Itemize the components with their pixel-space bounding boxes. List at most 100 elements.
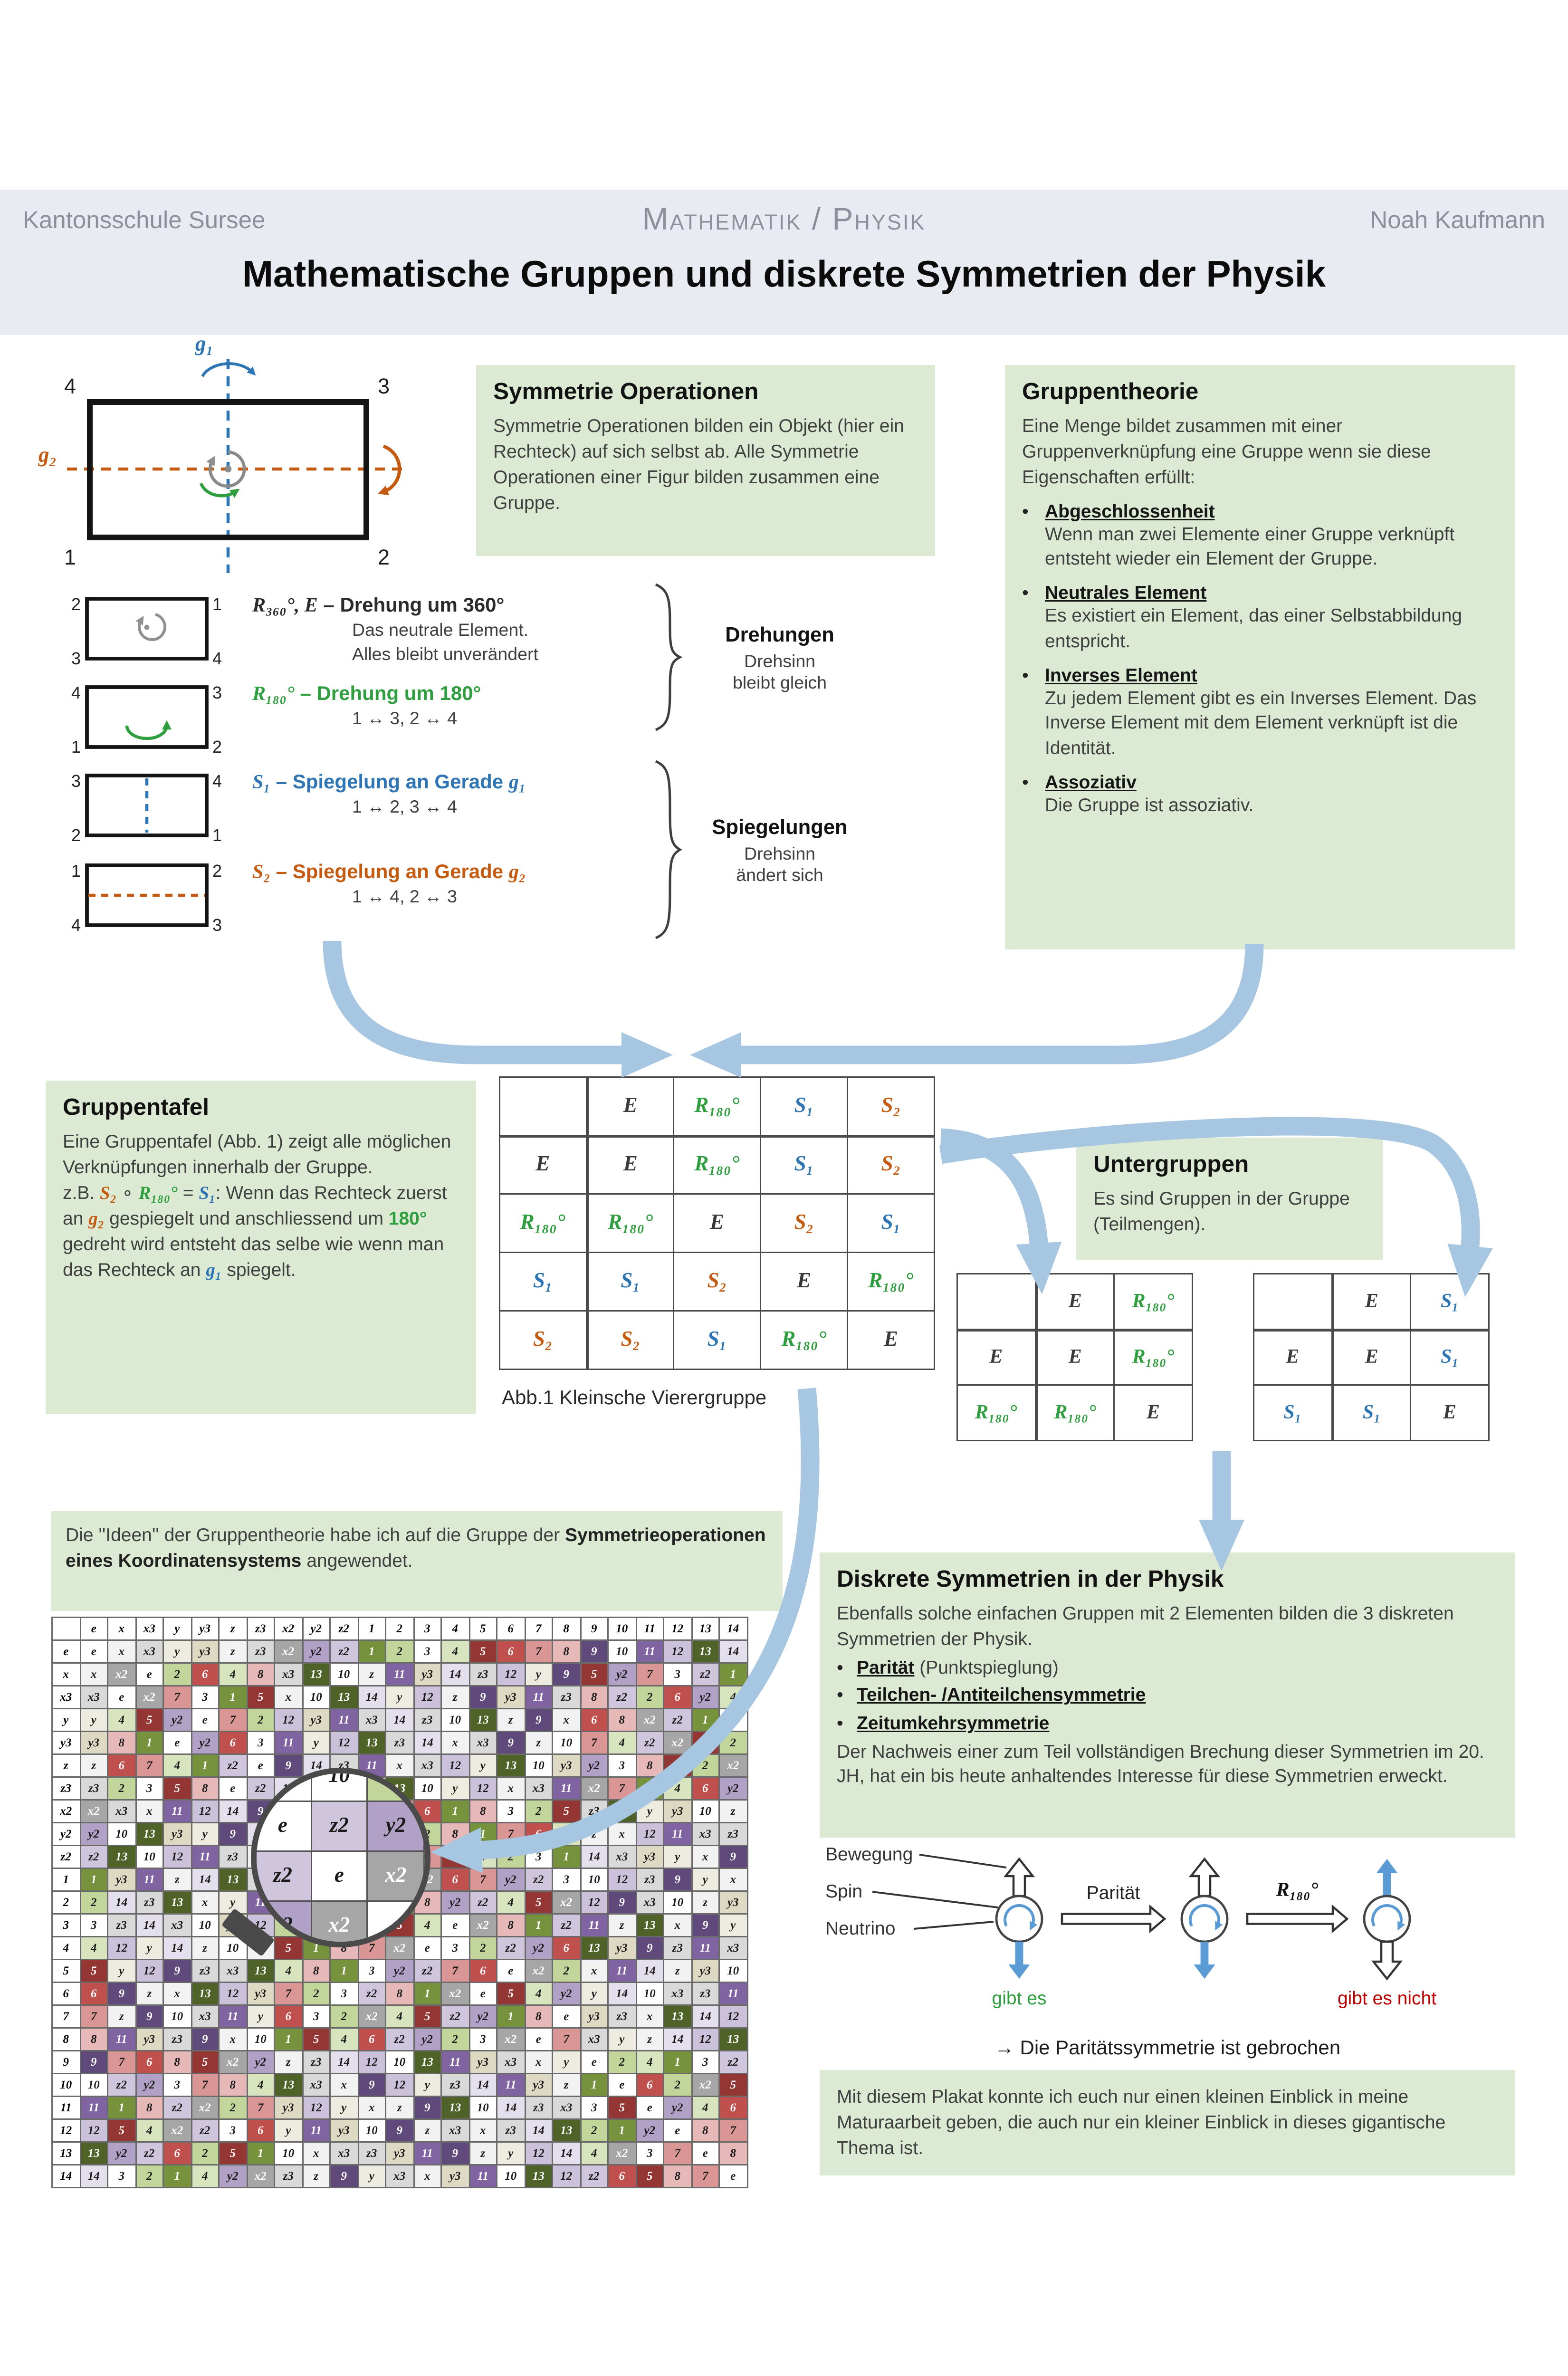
big-table-cell: 10 — [357, 2118, 386, 2143]
big-table-cell: 1 — [579, 2073, 609, 2097]
big-table-cell: 3 — [496, 1799, 526, 1823]
panel-intro: Ebenfalls solche einfachen Gruppen mit 2… — [837, 1602, 1454, 1649]
lens-cell: 3 — [257, 1773, 312, 1802]
symmetry-bullet: •Parität (Punktspieglung) — [837, 1655, 1498, 1680]
big-table-cell: 4 — [524, 1982, 553, 2006]
big-table-cell: x3 — [385, 2164, 414, 2188]
big-table-cell: e — [190, 1708, 220, 1732]
big-table-cell: 5 — [163, 1776, 192, 1801]
big-table-cell: x — [524, 2050, 553, 2074]
big-table-cell: x3 — [607, 1845, 637, 1869]
big-table-cell: 2 — [607, 2050, 637, 2074]
big-table-cell: 1 — [496, 2004, 526, 2029]
big-table-cell: 3 — [329, 1982, 359, 2006]
big-table-cell: 10 — [134, 1845, 164, 1869]
lens-cell: e — [257, 1801, 312, 1852]
big-table-cell: 7 — [635, 1662, 664, 1686]
big-table-cell: 14 — [107, 1890, 136, 1915]
big-table-cell: x2 — [635, 1708, 664, 1732]
big-table-cell: 8 — [468, 1799, 497, 1823]
group-element: S₁ — [794, 1153, 814, 1177]
big-table-cell: y3 — [385, 2141, 414, 2165]
big-table-cell: y2 — [79, 1822, 108, 1846]
big-table-cell: z — [468, 2141, 497, 2165]
corner-label: 1 — [64, 545, 76, 569]
big-table-cell: 10 — [329, 1662, 359, 1686]
big-table-cell: 5 — [496, 1982, 526, 2006]
big-table-cell: 5 — [524, 1890, 553, 1915]
big-table-cell: 10 — [440, 1708, 470, 1732]
big-table-cell: x3 — [79, 1685, 108, 1709]
group-table-cell: S₁ — [760, 1135, 848, 1195]
big-table-header-cell: 6 — [51, 1982, 81, 2006]
big-table-cell: y — [274, 2118, 303, 2143]
panel-gruppentheorie: Gruppentheorie Eine Menge bildet zusamme… — [1005, 365, 1515, 949]
big-table-cell: x2 — [690, 2073, 720, 2097]
big-table-cell: 5 — [635, 2164, 664, 2188]
lens-cell: 10 — [310, 1773, 368, 1802]
group-table-cell: S₁ — [847, 1193, 935, 1253]
big-table-cell: x2 — [107, 1662, 136, 1686]
bullet-icon: • — [837, 1684, 843, 1706]
big-table-cell: 8 — [552, 1639, 581, 1664]
group-element: R₁₈₀° — [608, 1212, 653, 1235]
big-table-cell: 2 — [579, 2118, 609, 2143]
lens-cell: e — [310, 1850, 368, 1902]
big-table-cell: x2 — [440, 1982, 470, 2006]
spin-arrow-icon — [1189, 1904, 1223, 1931]
big-table-cell: 14 — [468, 2073, 497, 2097]
big-table-cell: 1 — [134, 1731, 164, 1755]
group-table-cell: R₁₈₀° — [1035, 1384, 1115, 1441]
big-table-cell: 4 — [218, 1662, 248, 1686]
svg-text:1: 1 — [212, 825, 222, 844]
axiom-term: Neutrales Element — [1045, 582, 1207, 604]
big-table-header-cell: 4 — [440, 1617, 470, 1641]
rotations-group-line: Drehsinn — [744, 651, 815, 671]
big-table-cell: y — [301, 1731, 331, 1755]
big-table-cell: x2 — [190, 2096, 220, 2120]
big-table-cell: 9 — [79, 2050, 108, 2074]
momentum-arrow-up — [1188, 1857, 1221, 1897]
big-table-cell: 6 — [579, 1708, 609, 1732]
big-table-cell: x3 — [412, 1753, 442, 1778]
big-table-cell: 3 — [107, 2164, 136, 2188]
big-table-cell: 11 — [690, 1936, 720, 1960]
group-table-cell — [1253, 1273, 1334, 1331]
text-segment: S₁ — [252, 773, 271, 794]
text-segment: : Wenn das Rechteck zuerst an — [63, 1181, 447, 1229]
big-table-cell: 1 — [107, 2096, 136, 2120]
group-table-cell: R₁₈₀° — [1113, 1329, 1193, 1386]
panel-title: Symmetrie Operationen — [493, 379, 759, 405]
big-table-cell: x3 — [468, 1731, 497, 1755]
big-table-cell: 10 — [107, 1822, 136, 1846]
big-table-header-cell: 4 — [51, 1936, 81, 1960]
text-segment: – Drehung um 360° — [317, 593, 505, 616]
big-table-cell: 4 — [329, 2027, 359, 2051]
big-table-cell: 9 — [579, 1639, 609, 1664]
axiom-term: Inverses Element — [1045, 663, 1197, 685]
big-table-cell: 5 — [218, 2141, 248, 2165]
big-table-cell: x2 — [552, 1890, 581, 1915]
big-table-cell: z3 — [301, 2050, 331, 2074]
big-table-cell: e — [524, 2027, 553, 2051]
big-table-cell: 11 — [552, 1776, 581, 1801]
big-table-cell: e — [635, 2096, 664, 2120]
big-table-cell: z3 — [357, 2141, 386, 2165]
group-table-cell: R₁₈₀° — [673, 1076, 761, 1137]
big-table-cell: y — [635, 1799, 664, 1823]
big-table-cell: 9 — [357, 2073, 386, 2097]
big-table-cell: 5 — [552, 1799, 581, 1823]
big-table-cell: 13 — [79, 2141, 108, 2165]
big-table-cell: 8 — [635, 1753, 664, 1778]
big-table-header-cell: x3 — [51, 1685, 81, 1709]
big-table-cell: 3 — [690, 2050, 720, 2074]
big-table-cell: 6 — [134, 2050, 164, 2074]
big-table-cell: 8 — [79, 2027, 108, 2051]
flip-arc-icon — [378, 444, 402, 496]
panel-gruppentafel: Gruppentafel Eine Gruppentafel (Abb. 1) … — [46, 1081, 476, 1414]
svg-text:4: 4 — [212, 649, 222, 667]
big-table-cell: e — [690, 2141, 720, 2165]
big-table-cell: z — [524, 1731, 553, 1755]
big-table-cell: e — [134, 1662, 164, 1686]
big-table-cell: 2 — [134, 2164, 164, 2188]
